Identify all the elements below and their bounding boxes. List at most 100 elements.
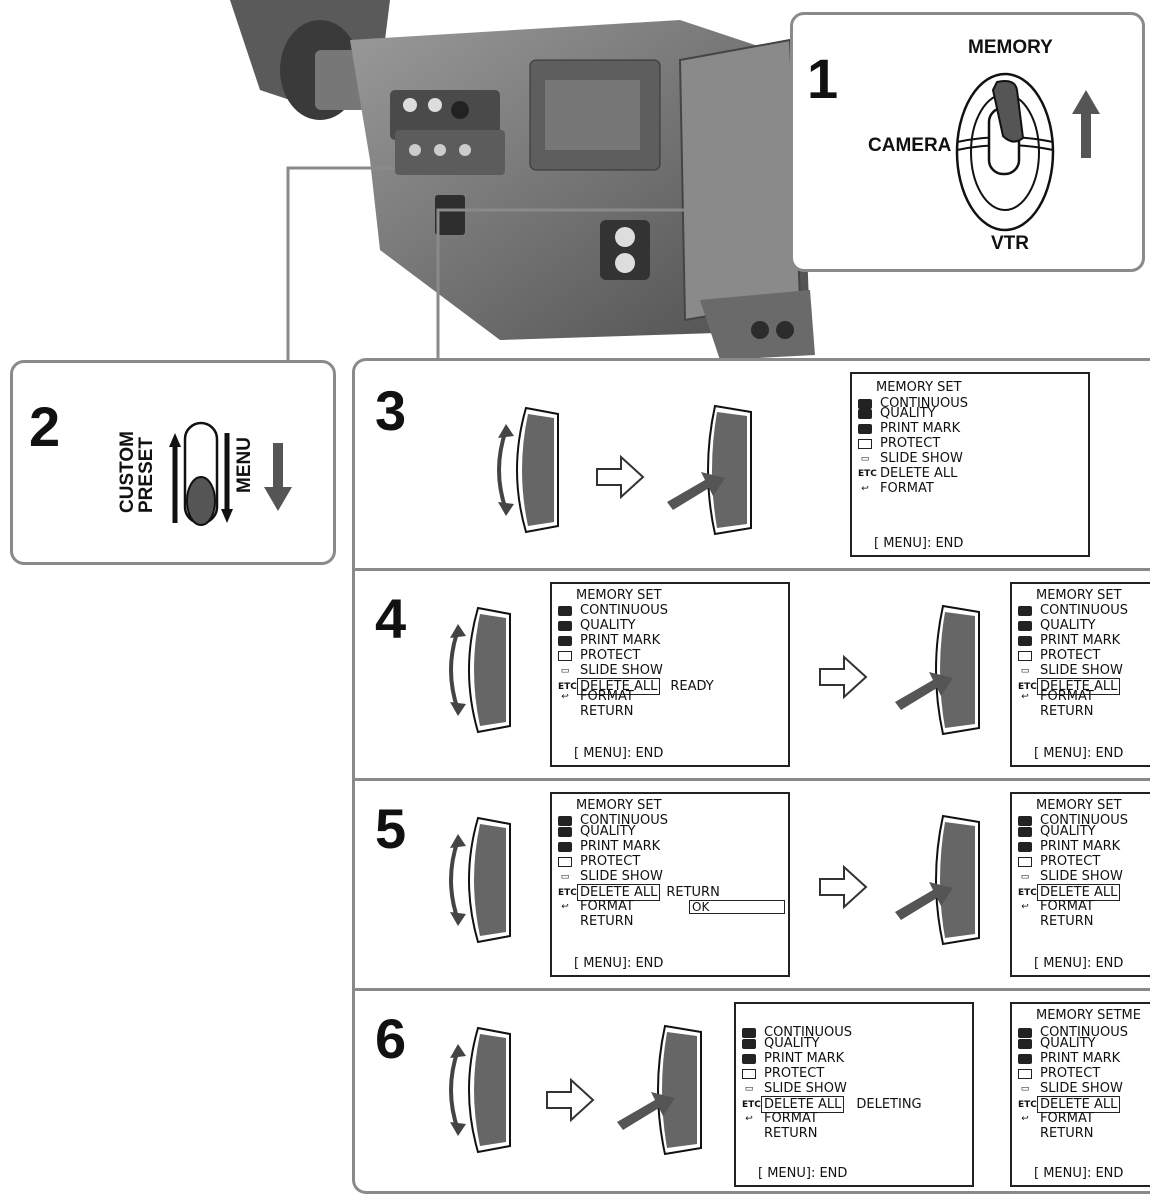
camera-icon [1018, 1038, 1032, 1049]
etc-icon: ETC [1018, 681, 1037, 692]
menu-item: PROTECT [1040, 648, 1101, 663]
menu-item: CONTINUOUS [580, 603, 669, 618]
etc-icon: ETC [742, 1099, 761, 1110]
tape-icon [1018, 650, 1032, 661]
menu-item: PROTECT [1040, 854, 1101, 869]
memory-icon [1018, 635, 1032, 646]
etc-icon: ETC [1018, 887, 1037, 898]
menu-end-label: [ MENU]: END [574, 956, 664, 971]
camera-icon [742, 1027, 756, 1038]
tape-icon [742, 1068, 756, 1079]
tape-icon [558, 650, 572, 661]
etc-icon: ETC [558, 681, 577, 692]
camera-icon [558, 826, 572, 837]
menu-title: MEMORY SET [876, 380, 962, 395]
menu-item: SLIDE SHOW [880, 451, 963, 466]
menu-item: RETURN [1040, 1126, 1094, 1141]
menu-item: SLIDE SHOW [580, 869, 663, 884]
camera-icon [858, 398, 872, 409]
menu-item: SLIDE SHOW [580, 663, 663, 678]
press-dial-icon [667, 404, 752, 536]
etc-icon: ETC [558, 887, 577, 898]
ok-option: OK [689, 900, 785, 914]
vtr-label: VTR [991, 233, 1029, 254]
camera-icon [858, 408, 872, 419]
control-dial-icon [449, 606, 511, 734]
step-number: 4 [375, 587, 407, 650]
menu-item: SLIDE SHOW [1040, 1081, 1123, 1096]
menu-end-label: [ MENU]: END [1034, 746, 1124, 761]
menu-item: CONTINUOUS [1040, 603, 1129, 618]
press-dial-icon [895, 604, 980, 736]
step-number: 1 [807, 47, 839, 110]
menu-item: PRINT MARK [580, 633, 661, 648]
return-icon: ↩ [1021, 901, 1029, 912]
memory-icon [742, 1053, 756, 1064]
menu-item: PROTECT [1040, 1066, 1101, 1081]
camera-illustration [200, 0, 900, 360]
menu-item: QUALITY [1040, 824, 1096, 839]
menu-item: RETURN [1040, 704, 1094, 719]
divider [355, 988, 1150, 991]
return-icon: ↩ [861, 483, 869, 494]
menu-item: FORMAT [580, 689, 634, 704]
menu-item: FORMAT [1040, 1111, 1094, 1126]
menu-item: PRINT MARK [764, 1051, 845, 1066]
menu-item: PRINT MARK [1040, 1051, 1121, 1066]
menu-item: DELETE ALL [880, 466, 958, 481]
menu-item-selected: DELETE ALL [577, 678, 661, 695]
camera-icon [558, 620, 572, 631]
menu-switch-icon [169, 421, 233, 526]
memory-icon [1018, 841, 1032, 852]
right-hollow-arrow-icon [546, 1078, 595, 1123]
status-text: READY [670, 679, 714, 694]
menu-item: PRINT MARK [580, 839, 661, 854]
memory-icon [1018, 1053, 1032, 1064]
menu-end-label: [ MENU]: END [1034, 1166, 1124, 1181]
menu-item: FORMAT [580, 899, 634, 914]
menu-item: FORMAT [764, 1111, 818, 1126]
menu-item-selected: DELETE ALL [1037, 1096, 1121, 1113]
menu-item: RETURN [1040, 914, 1094, 929]
etc-icon: ETC [858, 468, 877, 479]
step-number: 3 [375, 379, 407, 442]
lcd-icon: ▭ [560, 665, 570, 676]
step-number: 5 [375, 797, 407, 860]
etc-icon: ETC [1018, 1099, 1037, 1110]
camera-icon [558, 605, 572, 616]
menu-screen-step-5-b: MEMORY SET CONTINUOUS QUALITY PRINT MARK… [1010, 792, 1150, 977]
camera-icon [1018, 1027, 1032, 1038]
power-switch-icon [955, 72, 1055, 232]
menu-item: CONTINUOUS [880, 396, 969, 411]
menu-end-label: [ MENU]: END [1034, 956, 1124, 971]
panel-step-2: 2 CUSTOM PRESET MENU [10, 360, 336, 565]
step-number: 2 [29, 395, 61, 458]
menu-item: FORMAT [1040, 689, 1094, 704]
menu-item-selected: DELETE ALL [1037, 678, 1121, 695]
menu-item: PRINT MARK [1040, 633, 1121, 648]
lcd-icon: ▭ [744, 1083, 754, 1094]
right-hollow-arrow-icon [596, 455, 645, 500]
menu-item: RETURN [764, 1126, 818, 1141]
camera-icon [1018, 815, 1032, 826]
tape-icon [1018, 856, 1032, 867]
return-icon: ↩ [1021, 691, 1029, 702]
menu-title: MEMORY SETME [1036, 1008, 1141, 1023]
menu-item: PRINT MARK [1040, 839, 1121, 854]
menu-item-selected: DELETE ALL [1037, 884, 1121, 901]
status-text: DELETING [856, 1097, 922, 1112]
panel-step-1: 1 MEMORY CAMERA VTR [790, 12, 1145, 272]
menu-title: MEMORY SET [1036, 798, 1122, 813]
divider [355, 778, 1150, 781]
menu-item-selected: DELETE ALL [577, 884, 661, 901]
return-icon: ↩ [561, 691, 569, 702]
down-arrow-icon [264, 443, 292, 511]
menu-end-label: [ MENU]: END [758, 1166, 848, 1181]
menu-item: PROTECT [580, 854, 641, 869]
menu-item: QUALITY [580, 618, 636, 633]
menu-title: MEMORY SET [576, 798, 662, 813]
lcd-icon: ▭ [1020, 1083, 1030, 1094]
return-icon: ↩ [561, 901, 569, 912]
lcd-icon: ▭ [1020, 871, 1030, 882]
camera-icon [1018, 826, 1032, 837]
